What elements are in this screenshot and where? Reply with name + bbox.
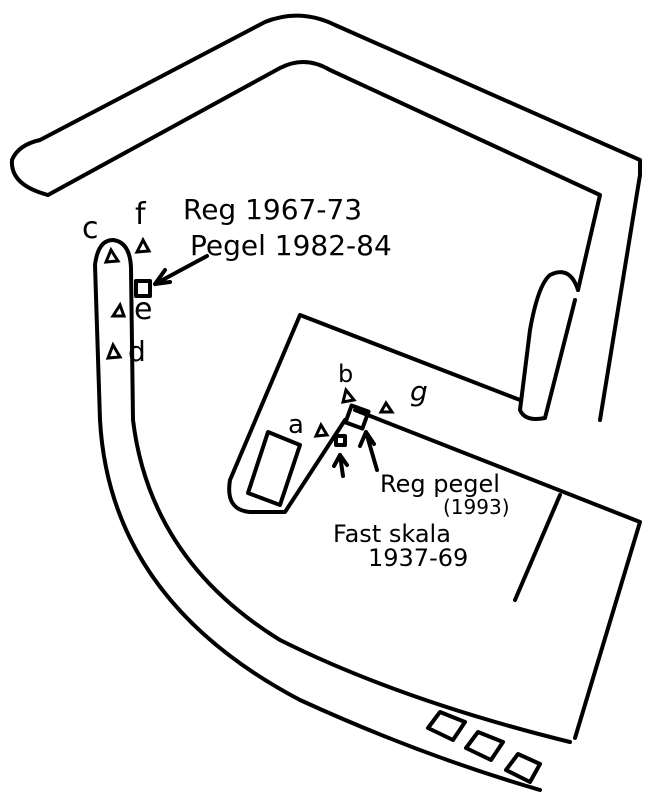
north-breakwater-outer bbox=[9, 13, 642, 422]
west-pier-outer bbox=[98, 418, 542, 792]
reg-pegel-box bbox=[343, 403, 371, 431]
bottom-box-1 bbox=[426, 710, 467, 742]
point-label-g: g bbox=[410, 375, 428, 408]
quay-edge bbox=[353, 408, 642, 740]
north-breakwater-inner bbox=[46, 60, 602, 292]
point-label-f: f bbox=[135, 197, 146, 232]
pegel-gauge-box bbox=[134, 279, 152, 298]
arrow-icon bbox=[358, 430, 379, 472]
triangle-marker-c bbox=[103, 246, 121, 264]
triangle-marker-e bbox=[110, 301, 127, 318]
arrow-icon bbox=[153, 254, 209, 286]
point-label-c: c bbox=[82, 211, 99, 246]
reg-pegel-year: (1993) bbox=[443, 495, 510, 519]
pegel-period-label: Pegel 1982-84 bbox=[190, 229, 392, 262]
reg-period-label: Reg 1967-73 bbox=[183, 193, 363, 226]
finger-pier bbox=[518, 270, 580, 421]
point-label-e: e bbox=[134, 292, 153, 327]
arrow-icon bbox=[332, 453, 349, 478]
triangle-marker-g bbox=[378, 400, 395, 414]
triangle-marker-b bbox=[340, 386, 357, 404]
point-label-a: a bbox=[288, 410, 304, 440]
fast-skala-label: Fast skala bbox=[333, 520, 451, 548]
building bbox=[246, 430, 302, 507]
triangle-marker-a bbox=[313, 421, 330, 438]
bottom-box-2 bbox=[464, 730, 505, 762]
fast-skala-years: 1937-69 bbox=[368, 544, 469, 572]
central-quay bbox=[227, 313, 522, 514]
west-pier bbox=[93, 238, 572, 744]
triangle-marker-d bbox=[105, 341, 123, 360]
bottom-box-3 bbox=[504, 752, 542, 784]
fast-skala-box bbox=[334, 434, 347, 447]
triangle-marker-f bbox=[134, 236, 152, 254]
reg-pegel-label: Reg pegel bbox=[380, 470, 500, 498]
point-label-d: d bbox=[128, 335, 146, 368]
point-label-b: b bbox=[338, 360, 354, 388]
quay-divider bbox=[513, 493, 562, 602]
